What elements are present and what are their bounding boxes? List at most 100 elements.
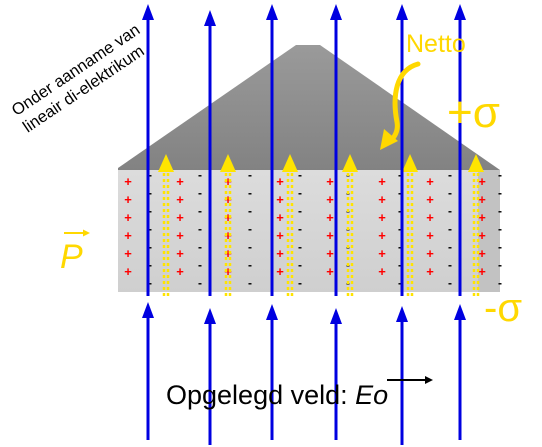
yellow-arrowhead-icon (468, 154, 484, 172)
plus-charge-mark: + (124, 228, 132, 243)
minus-charge-mark: - (448, 222, 452, 236)
minus-charge-mark: - (398, 276, 402, 290)
blue-arrowhead-icon (330, 4, 342, 20)
applied-field-arrows (142, 4, 466, 445)
plus-charge-mark: + (378, 192, 386, 207)
plus-charge-mark: + (478, 264, 486, 279)
plus-charge-mark: + (478, 192, 486, 207)
plus-charge-mark: + (176, 192, 184, 207)
plus-charge-mark: + (326, 246, 334, 261)
plus-charge-mark: + (426, 174, 434, 189)
plus-charge-mark: + (478, 210, 486, 225)
minus-charge-mark: - (248, 258, 252, 272)
minus-charge-mark: - (148, 258, 152, 272)
plus-charge-mark: + (478, 228, 486, 243)
plus-charge-mark: + (426, 192, 434, 207)
blue-arrowhead-icon (204, 10, 216, 26)
curved-arrow-head-icon (380, 129, 398, 150)
yellow-arrowhead-icon (342, 154, 358, 172)
plus-charge-mark: + (176, 246, 184, 261)
minus-charge-mark: - (448, 186, 452, 200)
minus-charge-mark: - (498, 276, 502, 290)
minus-charge-mark: - (398, 240, 402, 254)
plus-charge-mark: + (176, 264, 184, 279)
yellow-arrowhead-icon (220, 154, 236, 172)
applied-field-symbol: Eo (355, 380, 389, 410)
plus-charge-mark: + (276, 228, 284, 243)
minus-charge-mark: - (298, 204, 302, 218)
plus-charge-mark: + (224, 210, 232, 225)
blue-arrowhead-icon (266, 304, 278, 320)
minus-charge-mark: - (498, 168, 502, 182)
plus-charge-mark: + (276, 210, 284, 225)
plus-charge-mark: + (276, 174, 284, 189)
netto-label: Netto (406, 30, 466, 58)
minus-charge-mark: - (498, 204, 502, 218)
slab-top-face (118, 45, 500, 172)
plus-charge-mark: + (276, 246, 284, 261)
eo-vector-head-icon (425, 376, 433, 384)
plus-charge-mark: + (426, 246, 434, 261)
polarization-label: P (60, 238, 83, 276)
plus-charge-mark: + (124, 192, 132, 207)
slab-side-shade (478, 170, 500, 292)
plus-charge-mark: + (378, 246, 386, 261)
minus-charge-mark: - (448, 240, 452, 254)
plus-charge-mark: + (326, 174, 334, 189)
blue-arrowhead-icon (204, 308, 216, 324)
minus-charge-mark: - (398, 186, 402, 200)
minus-charge-mark: - (148, 168, 152, 182)
minus-charge-mark: - (398, 258, 402, 272)
minus-charge-mark: - (148, 222, 152, 236)
minus-charge-mark: - (298, 240, 302, 254)
plus-charge-mark: + (378, 264, 386, 279)
plus-charge-mark: + (124, 210, 132, 225)
minus-charge-mark: - (498, 240, 502, 254)
plus-charge-mark: + (378, 210, 386, 225)
minus-charge-mark: - (498, 186, 502, 200)
minus-charge-mark: - (248, 222, 252, 236)
plus-charge-mark: + (378, 228, 386, 243)
blue-arrowhead-icon (266, 4, 278, 20)
minus-charge-mark: - (448, 204, 452, 218)
minus-charge-mark: - (248, 186, 252, 200)
plus-charge-mark: + (176, 228, 184, 243)
plus-charge-mark: + (224, 246, 232, 261)
blue-arrowhead-icon (142, 4, 154, 20)
plus-charge-mark: + (426, 228, 434, 243)
plus-charge-mark: + (176, 174, 184, 189)
surface-charges: ++++++++++++++++++++++++++++++++++++++++… (124, 168, 502, 290)
plus-charge-mark: + (276, 264, 284, 279)
blue-arrowhead-icon (454, 304, 466, 320)
minus-charge-mark: - (298, 186, 302, 200)
polarization-arrows (158, 154, 484, 296)
minus-charge-mark: - (248, 168, 252, 182)
minus-charge-mark: - (248, 240, 252, 254)
applied-field-label: Opgelegd veld: Eo (166, 380, 388, 411)
blue-arrowhead-icon (396, 306, 408, 322)
minus-charge-mark: - (398, 168, 402, 182)
plus-charge-mark: + (326, 228, 334, 243)
minus-charge-mark: - (498, 222, 502, 236)
plus-charge-mark: + (224, 192, 232, 207)
minus-sigma-label: -σ (484, 286, 523, 330)
minus-charge-mark: - (198, 222, 202, 236)
minus-charge-mark: - (448, 168, 452, 182)
minus-charge-mark: - (398, 222, 402, 236)
yellow-arrowhead-icon (282, 154, 298, 172)
plus-charge-mark: + (124, 264, 132, 279)
minus-charge-mark: - (298, 258, 302, 272)
plus-charge-mark: + (326, 264, 334, 279)
minus-charge-mark: - (248, 204, 252, 218)
blue-arrowhead-icon (396, 4, 408, 20)
plus-charge-mark: + (224, 174, 232, 189)
plus-sigma-label: +σ (447, 88, 500, 137)
minus-charge-mark: - (148, 204, 152, 218)
minus-charge-mark: - (198, 168, 202, 182)
yellow-arrowhead-icon (158, 154, 174, 172)
minus-charge-mark: - (498, 258, 502, 272)
plus-charge-mark: + (224, 228, 232, 243)
plus-charge-mark: + (224, 264, 232, 279)
p-vector-head-icon (83, 229, 90, 237)
